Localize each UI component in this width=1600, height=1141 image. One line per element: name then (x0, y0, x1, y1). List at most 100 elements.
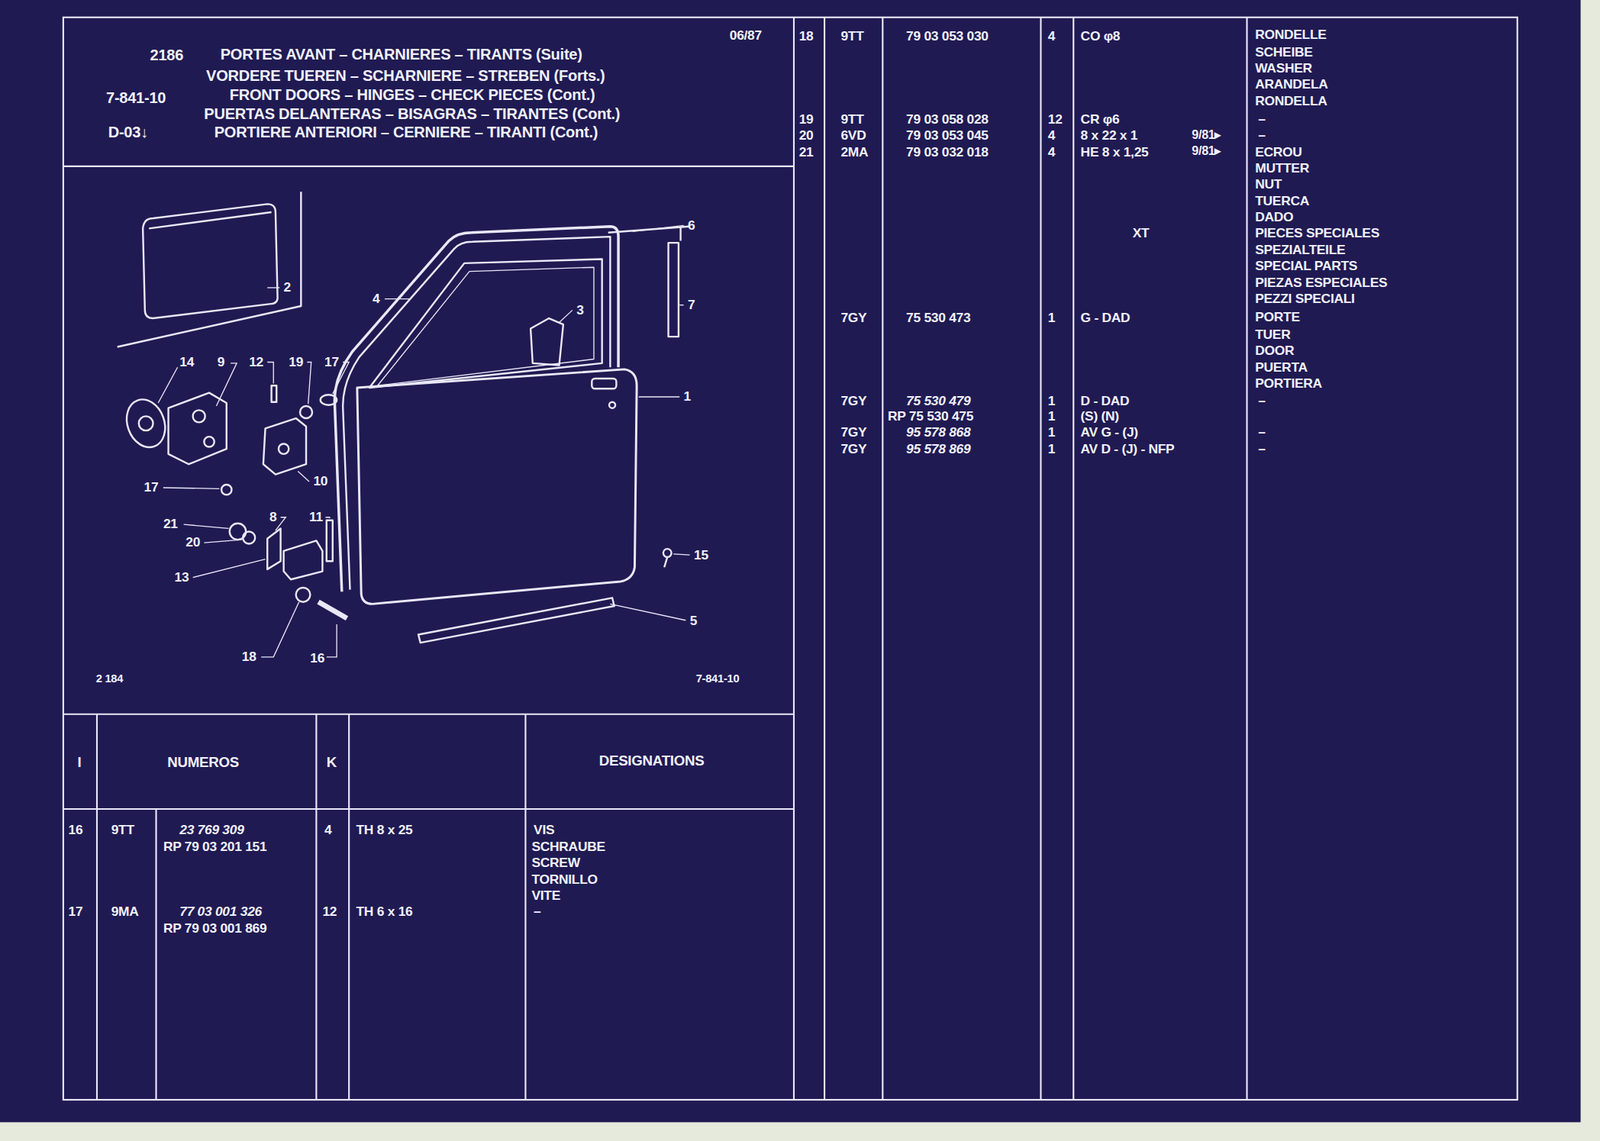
table-cell: 19 (799, 112, 814, 126)
table-cell: SPECIAL PARTS (1254, 259, 1358, 273)
table-cell: 4 (1048, 29, 1055, 43)
table-cell: ECROU (1254, 145, 1302, 159)
callout-number: 13 (174, 570, 190, 584)
callout-number: 19 (288, 354, 304, 368)
hinge-hole (203, 436, 214, 447)
leader-line (638, 396, 680, 397)
table-cell: 6VD (840, 128, 866, 142)
table-cell: NUMEROS (167, 754, 239, 770)
table-cell: 4 (1048, 145, 1055, 159)
table-cell: SCHEIBE (1254, 45, 1313, 59)
grid-line (96, 714, 98, 1100)
table-cell: 12 (322, 905, 337, 919)
weatherstrip-inner (342, 236, 610, 591)
table-cell: RONDELLA (1254, 93, 1327, 107)
check-strap (283, 540, 323, 580)
table-cell: WASHER (1254, 61, 1313, 75)
table-cell: K (326, 754, 337, 770)
pin (326, 520, 333, 562)
hinge-hole (278, 443, 289, 454)
grid-line (63, 165, 794, 168)
sill-strip (418, 597, 615, 643)
door-trim-panel (142, 203, 278, 319)
callout-number: 12 (248, 354, 264, 368)
table-cell: HE 8 x 1,25 (1080, 145, 1149, 159)
callout-number: 7-841-10 (696, 673, 740, 685)
callout-number: 6 (687, 218, 695, 232)
bolt (221, 484, 232, 495)
table-cell: TUER (1254, 327, 1291, 341)
leader-line (163, 487, 220, 489)
table-cell: NUT (1254, 177, 1282, 191)
table-cell: 95 578 869 (906, 441, 971, 455)
leader-line (673, 554, 690, 555)
table-cell: G - DAD (1080, 311, 1131, 325)
table-cell: SCHRAUBE (531, 839, 605, 853)
vertical-seal (668, 242, 679, 337)
leader-line (679, 304, 684, 306)
leader-line (267, 287, 280, 288)
heading-line: PUERTAS DELANTERAS – BISAGRAS – TIRANTES… (203, 106, 620, 122)
table-cell: 17 (68, 905, 84, 919)
callout-number: 14 (179, 354, 194, 368)
callout-number: 20 (185, 535, 200, 549)
grid-line (1245, 17, 1248, 1100)
callout-number: 11 (309, 509, 323, 523)
sheet-ground (0, 0, 1581, 1123)
table-cell: 79 03 058 028 (906, 112, 989, 126)
leader-lines (158, 225, 690, 657)
table-cell: 77 03 001 326 (179, 905, 262, 919)
grid-line (1039, 17, 1042, 1100)
table-cell: XT (1132, 226, 1150, 240)
table-cell: 79 03 032 018 (906, 145, 989, 159)
screw-shank (664, 557, 668, 568)
heading-line: 7-841-10 (106, 90, 166, 106)
table-cell: RP 79 03 001 869 (163, 921, 268, 935)
grid-line (63, 713, 794, 716)
body-outline (117, 191, 302, 347)
table-cell: RP 79 03 201 151 (163, 839, 268, 853)
leader-line (306, 362, 311, 405)
washer (296, 587, 311, 603)
leader-line (158, 367, 178, 404)
callout-number: 21 (163, 517, 178, 531)
callout-number: 3 (576, 303, 584, 317)
table-cell: DADO (1254, 209, 1294, 223)
table-grid (63, 17, 1518, 1100)
door-lock (609, 402, 616, 409)
heading-line: 2186 (150, 46, 184, 62)
leader-line (325, 517, 330, 519)
table-cell: – (1258, 425, 1265, 439)
door-handle (591, 378, 617, 389)
leader-line (183, 524, 230, 529)
callout-number: 17 (324, 354, 339, 368)
table-cell: SCREW (531, 856, 580, 870)
table-cell: 23 769 309 (179, 823, 244, 837)
table-cell: – (1258, 128, 1265, 142)
callout-number: 16 (309, 651, 325, 665)
table-cell: VIS (533, 823, 555, 837)
door-shell (357, 369, 637, 604)
table-cell: 9MA (111, 905, 139, 919)
leader-line (297, 471, 310, 482)
leader-line (326, 624, 337, 658)
table-cell: PEZZI SPECIALI (1254, 291, 1355, 305)
table-cell: RONDELLE (1254, 27, 1326, 41)
callout-number: 2 184 (96, 673, 123, 685)
table-cell: MUTTER (1254, 161, 1310, 175)
window-frame-inner (377, 267, 594, 386)
title: PORTES AVANT – CHARNIERES – TIRANTS (Sui… (220, 45, 583, 62)
outer-frame (63, 17, 1518, 1100)
callout-number: 15 (693, 548, 709, 562)
table-cell: I (77, 754, 82, 770)
leader-line (267, 362, 274, 384)
table-cell: VITE (531, 888, 561, 902)
table-cell: PORTE (1254, 309, 1300, 323)
table-cell: AV D - (J) - NFP (1080, 441, 1175, 455)
grid-line (63, 808, 794, 810)
grid-line (1072, 17, 1075, 1100)
bolt-head (320, 394, 337, 405)
leader-line (203, 539, 242, 543)
gasket (120, 393, 172, 453)
